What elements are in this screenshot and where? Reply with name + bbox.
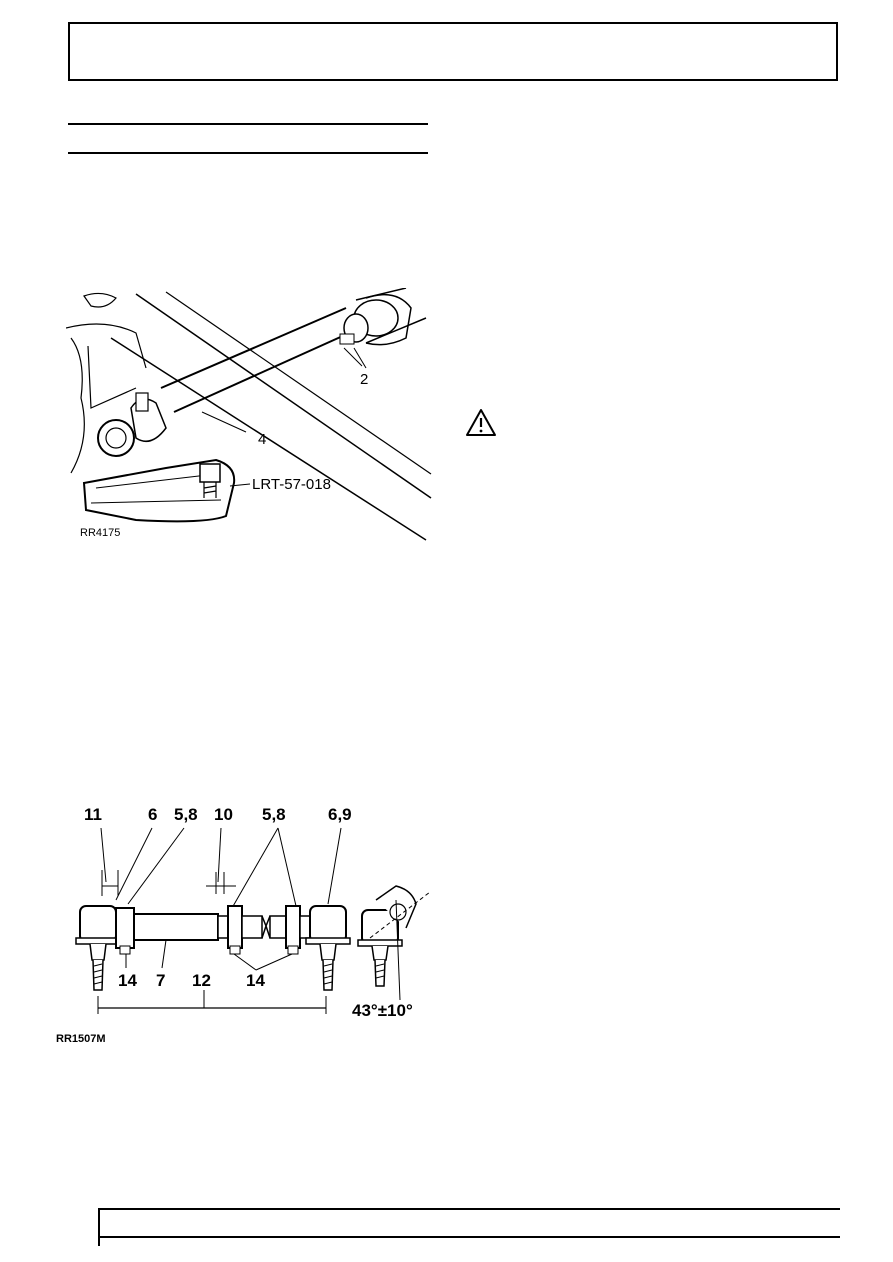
callout-11: 11 [84,805,102,824]
callout-tool-number: LRT-57-018 [252,476,331,493]
section-rule-bottom [68,152,428,154]
callout-14-right: 14 [246,971,265,990]
callout-angle: 43°±10° [352,1001,413,1020]
callout-12: 12 [192,971,211,990]
callout-10: 10 [214,805,233,824]
section-rule-top [68,123,428,125]
callout-6: 6 [148,805,157,824]
figure-steering-rod-removal: 2 4 LRT-57-018 RR4175 [66,288,436,550]
callout-14-left: 14 [118,971,137,990]
figure-track-rod-adjustment: 11 6 5,8 10 5,8 6,9 [56,800,436,1050]
callout-6-9: 6,9 [328,805,352,824]
callout-5-8-right: 5,8 [262,805,286,824]
callout-5-8-left: 5,8 [174,805,198,824]
warning-triangle-icon [465,408,497,443]
page-header-frame [68,22,838,81]
figure-ref-rr1507m: RR1507M [56,1033,106,1045]
callout-4: 4 [258,431,266,448]
callout-7: 7 [156,971,165,990]
page-footer-frame [98,1208,840,1246]
callout-2: 2 [360,371,368,388]
figure-ref-rr4175: RR4175 [80,527,120,539]
